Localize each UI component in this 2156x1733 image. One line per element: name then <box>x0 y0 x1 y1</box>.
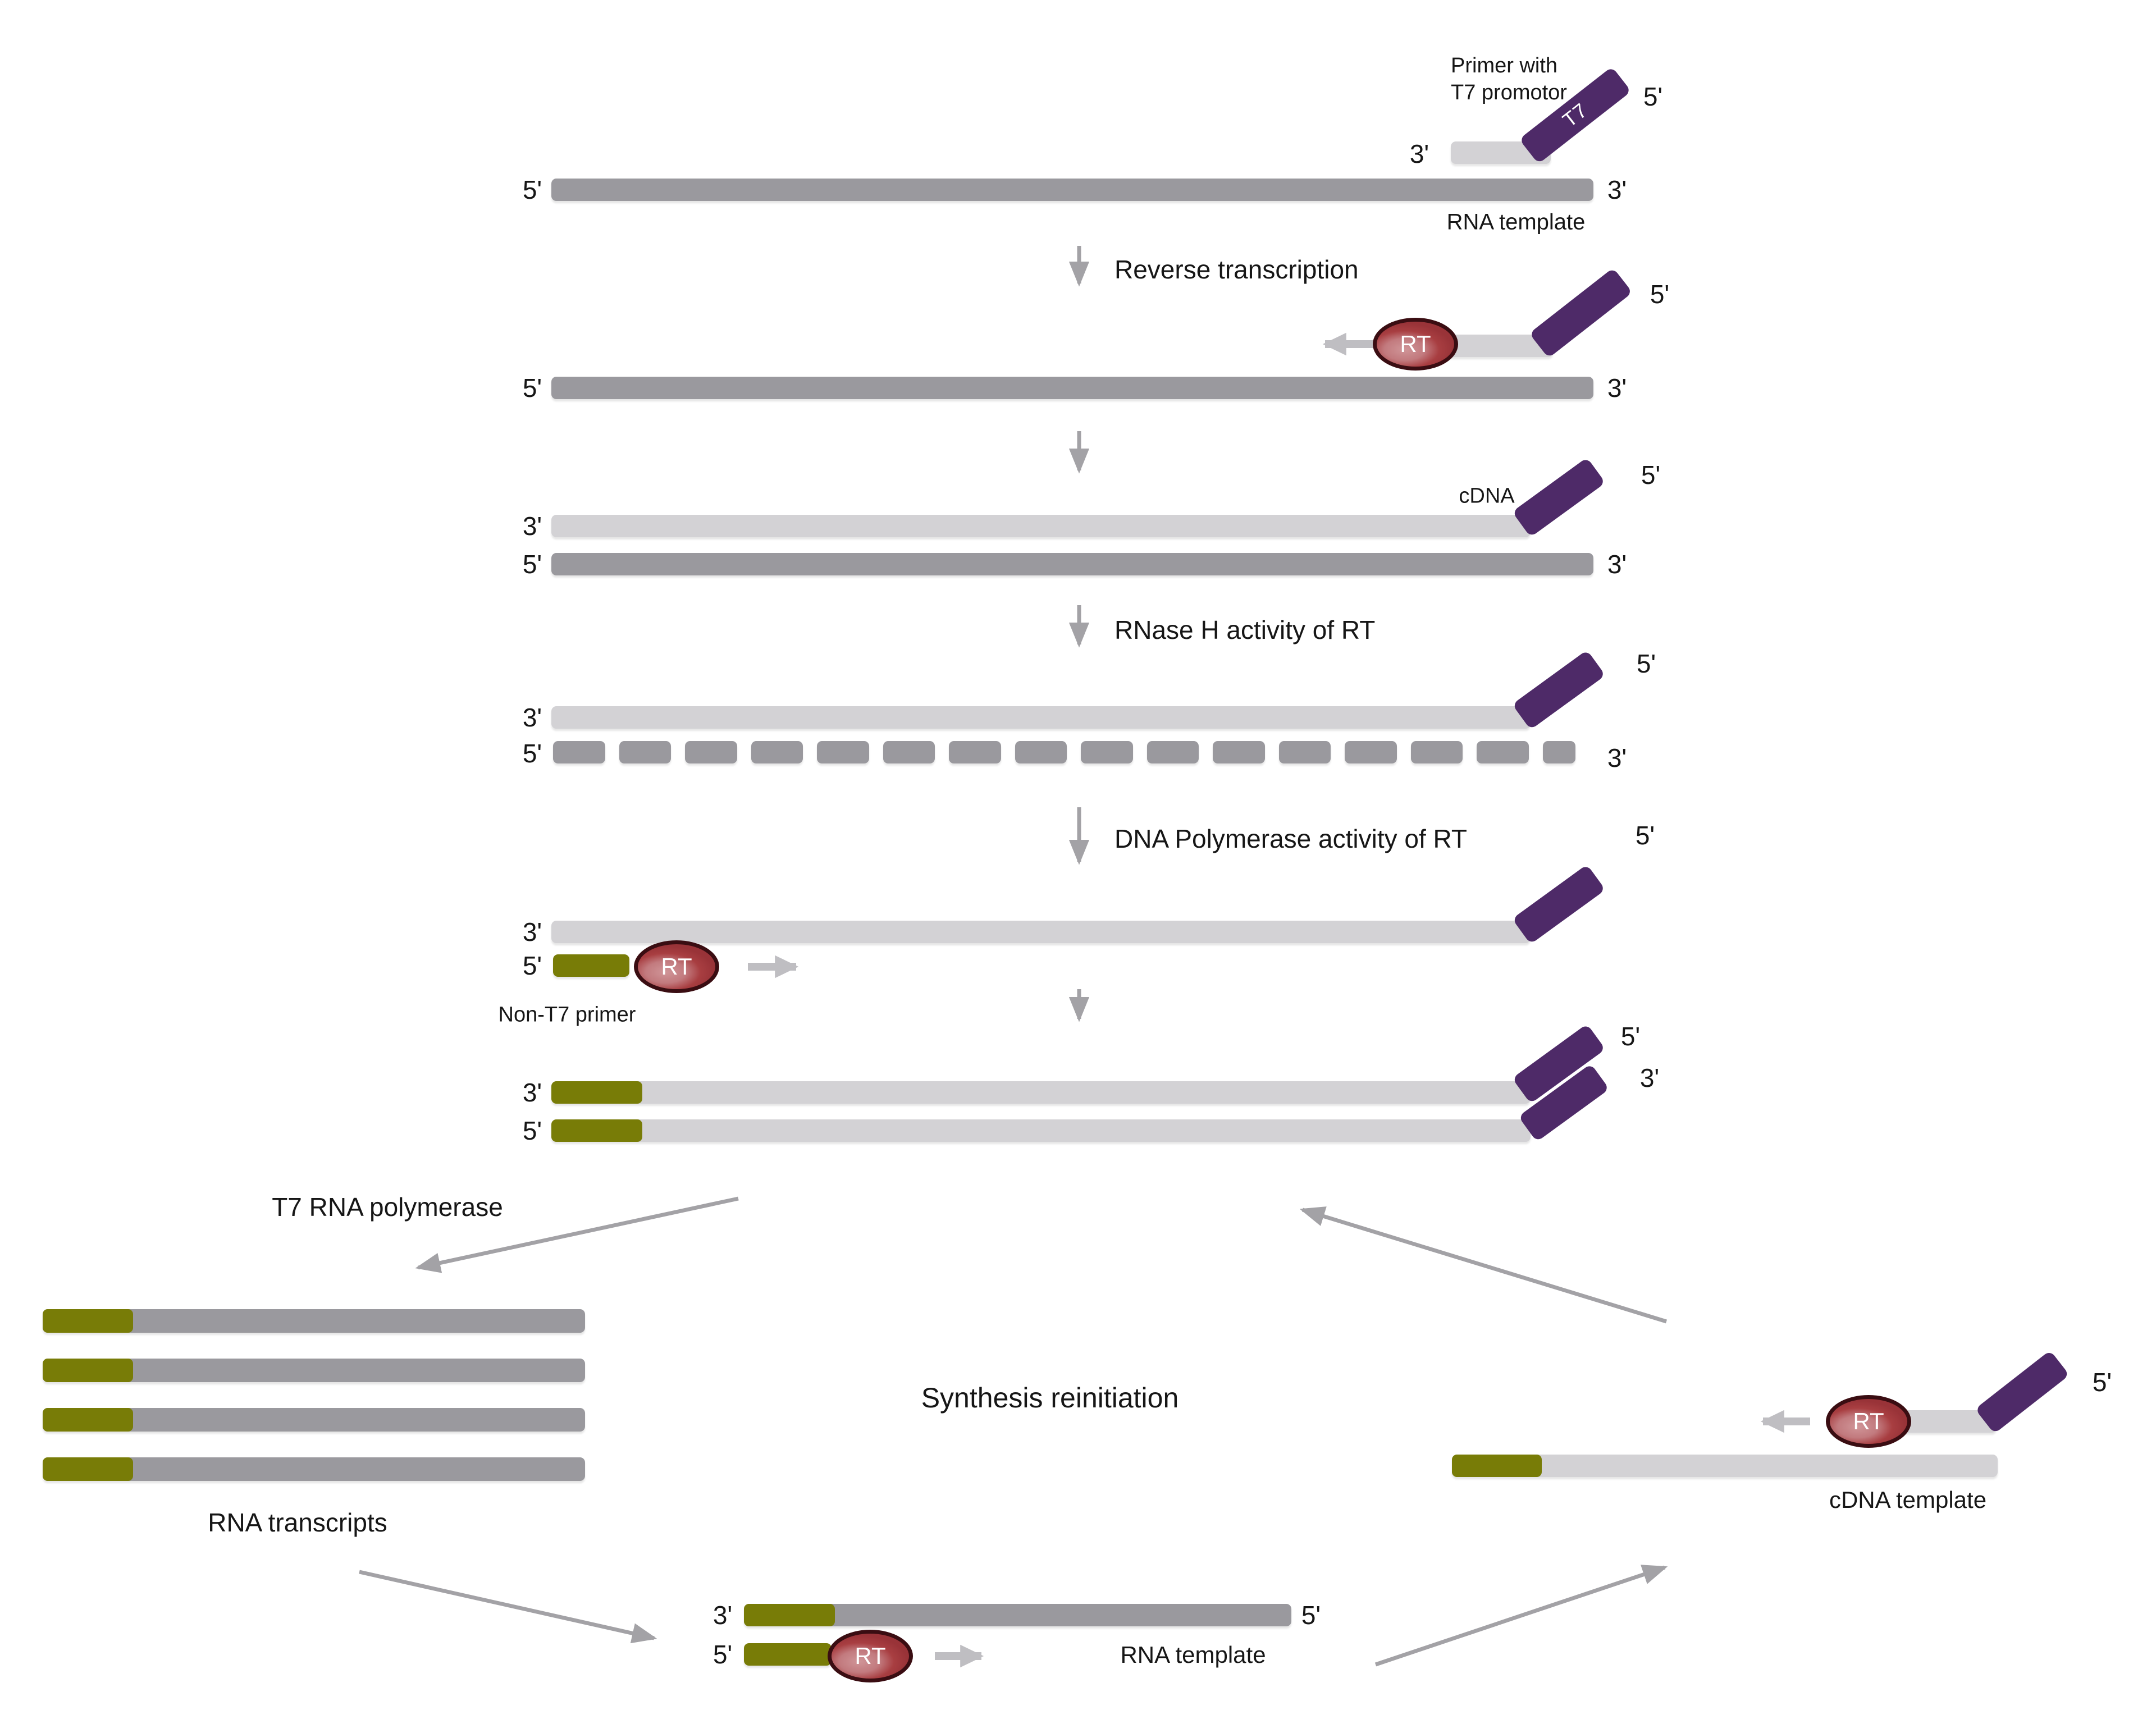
rna-fragment <box>1345 741 1397 763</box>
prime-label: 5' <box>1643 82 1663 111</box>
rna-fragment <box>685 741 737 763</box>
rna-fragment <box>949 741 1001 763</box>
prime-label: 3' <box>1409 139 1429 168</box>
reverse-transcriptase-enzyme: RT <box>1826 1395 1911 1448</box>
dsdna-bottom-strand-bar <box>551 1119 1531 1142</box>
prime-label: 5' <box>522 1116 542 1145</box>
rna-template-bar <box>744 1604 1291 1626</box>
non-t7-primer-bar <box>744 1643 832 1666</box>
primer-caption-line1: Primer with <box>1451 54 1558 77</box>
prime-label: 5' <box>712 1640 733 1669</box>
rna-fragment <box>1542 741 1575 763</box>
t7-rna-polymerase-caption: T7 RNA polymerase <box>272 1192 503 1222</box>
prime-label: 3' <box>522 917 542 946</box>
prime-label: 5' <box>1641 460 1661 490</box>
prime-label: 3' <box>1607 373 1627 403</box>
cdna-template-caption: cDNA template <box>1829 1487 1987 1513</box>
rna-template-top-caption: RNA template <box>1446 209 1586 235</box>
rna-transcript-bar <box>43 1408 585 1432</box>
non-t7-primer-bar <box>553 954 629 977</box>
cdna-strand-bar <box>551 706 1531 729</box>
t7-promoter-segment <box>1512 650 1606 730</box>
prime-label: 5' <box>522 951 542 980</box>
rna-transcripts-caption: RNA transcripts <box>208 1508 387 1537</box>
rna-fragment <box>553 741 605 763</box>
rt-enzyme-label: RT <box>1400 331 1431 357</box>
t7-promoter-segment <box>1529 267 1633 358</box>
degraded-rna-fragments <box>553 741 1575 763</box>
prime-label: 5' <box>1636 649 1656 678</box>
primer-region <box>43 1359 133 1382</box>
rna-fragment <box>1015 741 1067 763</box>
prime-label: 5' <box>1635 821 1655 850</box>
prime-label: 5' <box>522 373 542 403</box>
t7-promoter-segment <box>1512 457 1606 537</box>
rna-fragment <box>817 741 869 763</box>
rt-enzyme-label: RT <box>1853 1408 1884 1434</box>
rna-fragment <box>1410 741 1463 763</box>
rna-template-bar <box>551 553 1593 575</box>
rna-fragment <box>1213 741 1265 763</box>
prime-label: 3' <box>522 703 542 732</box>
rna-transcript-bar <box>43 1309 585 1333</box>
rna-fragment <box>1278 741 1331 763</box>
primer-region <box>43 1309 133 1333</box>
prime-label: 5' <box>522 550 542 579</box>
primer-region <box>744 1604 835 1626</box>
arrow-to-dsdna <box>1299 1206 1668 1324</box>
rna-fragment <box>619 741 672 763</box>
rt-enzyme-label: RT <box>661 953 692 980</box>
primer-region <box>551 1081 642 1104</box>
prime-label: 3' <box>1607 743 1627 772</box>
synthesis-reinitiation-caption: Synthesis reinitiation <box>921 1382 1179 1414</box>
rna-fragment <box>883 741 935 763</box>
prime-label: 5' <box>522 175 542 204</box>
cdna-strand-bar <box>551 515 1531 537</box>
cdna-strand-bar <box>551 921 1531 943</box>
primer-with-t7-caption: Primer with T7 promotor <box>1451 52 1567 106</box>
t7-promoter-segment <box>1512 864 1606 944</box>
prime-label: 3' <box>712 1601 733 1630</box>
prime-label: 3' <box>1607 175 1627 204</box>
step-rnase-h-label: RNase H activity of RT <box>1114 615 1376 644</box>
rna-transcript-bar <box>43 1457 585 1481</box>
rna-transcript-bar <box>43 1359 585 1382</box>
step-dna-polymerase-label: DNA Polymerase activity of RT <box>1114 824 1468 853</box>
primer-region <box>43 1408 133 1432</box>
primer-region <box>551 1119 642 1142</box>
prime-label: 5' <box>1620 1022 1641 1051</box>
reverse-transcriptase-enzyme: RT <box>1373 318 1458 371</box>
prime-label: 5' <box>1650 280 1670 309</box>
primer-region <box>1452 1455 1542 1477</box>
rna-fragment <box>1081 741 1133 763</box>
primer-caption-line2: T7 promotor <box>1451 81 1567 104</box>
prime-label: 3' <box>522 511 542 541</box>
rt-enzyme-label: RT <box>855 1643 886 1669</box>
arrow-transcripts-to-rna-template <box>359 1570 657 1644</box>
rna-fragment <box>1146 741 1199 763</box>
rna-fragment <box>751 741 803 763</box>
rna-transcripts-group <box>43 1309 585 1534</box>
rna-template-bar <box>551 179 1593 201</box>
reverse-transcriptase-enzyme: RT <box>828 1630 913 1682</box>
prime-label: 5' <box>1301 1601 1321 1630</box>
rna-template-bar <box>551 377 1593 399</box>
cdna-template-bar <box>1452 1455 1998 1477</box>
non-t7-primer-caption: Non-T7 primer <box>498 1003 636 1027</box>
dsdna-top-strand-bar <box>551 1081 1531 1104</box>
cdna-caption: cDNA <box>1459 484 1515 508</box>
rna-fragment <box>1477 741 1529 763</box>
reverse-transcriptase-enzyme: RT <box>634 940 719 993</box>
prime-label: 3' <box>1607 550 1627 579</box>
primer-region <box>43 1457 133 1481</box>
prime-label: 3' <box>522 1078 542 1107</box>
prime-label: 3' <box>1639 1063 1660 1092</box>
arrow-to-cdna-template <box>1374 1565 1668 1667</box>
step-reverse-transcription-label: Reverse transcription <box>1114 255 1359 284</box>
t7-promoter-segment <box>1975 1350 2070 1434</box>
prime-label: 5' <box>2092 1368 2112 1397</box>
rna-template-bottom-caption: RNA template <box>1120 1641 1266 1668</box>
prime-label: 5' <box>522 739 542 768</box>
